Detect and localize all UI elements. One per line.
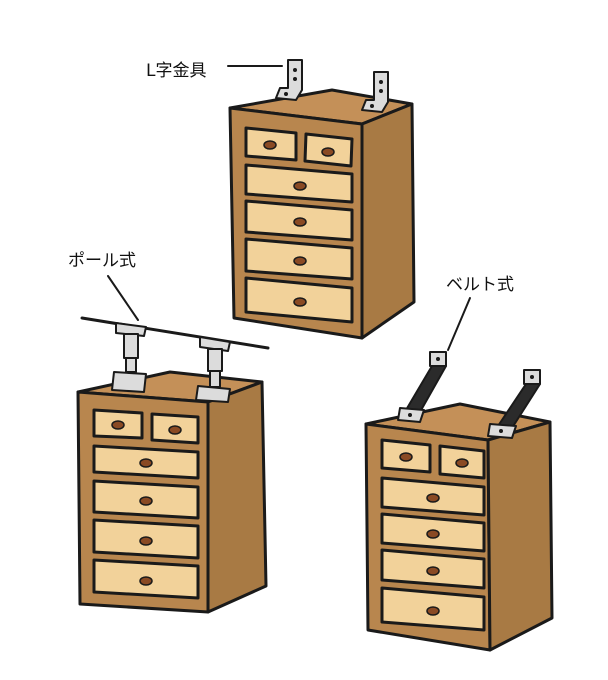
drawer-knob xyxy=(399,452,413,462)
l-bracket-left xyxy=(275,59,303,101)
drawer-knob xyxy=(426,566,440,576)
drawer-knob xyxy=(293,256,307,266)
drawer-knob xyxy=(426,529,440,539)
drawer-knob xyxy=(139,576,153,586)
drawer-knob xyxy=(168,425,182,435)
ceiling-line xyxy=(80,316,270,350)
drawer-knob xyxy=(111,420,125,430)
chest-pole xyxy=(76,275,270,614)
drawer-knob xyxy=(293,297,307,307)
drawer-knob xyxy=(426,606,440,616)
chest-belt xyxy=(364,297,554,652)
drawer-knob xyxy=(426,493,440,503)
belt-left xyxy=(397,351,447,423)
drawer-knob xyxy=(455,458,469,468)
drawer-knob xyxy=(139,536,153,546)
label-belt: ベルト式 xyxy=(446,275,514,295)
drawer-knob xyxy=(263,140,277,150)
label-l-bracket: L字金具 xyxy=(146,61,207,81)
drawer-knob xyxy=(139,458,153,468)
label-pole: ポール式 xyxy=(68,251,136,271)
drawer-knob xyxy=(293,181,307,191)
leader-line-belt xyxy=(447,297,471,351)
drawer-knob xyxy=(139,496,153,506)
leader-line-pole xyxy=(107,275,139,321)
belt-right xyxy=(487,369,541,439)
chest-l-bracket xyxy=(227,59,416,340)
l-bracket-right xyxy=(361,71,389,113)
pole-right xyxy=(195,336,231,403)
pole-left xyxy=(111,322,147,393)
drawer-knob xyxy=(293,217,307,227)
drawer-knob xyxy=(321,147,335,157)
